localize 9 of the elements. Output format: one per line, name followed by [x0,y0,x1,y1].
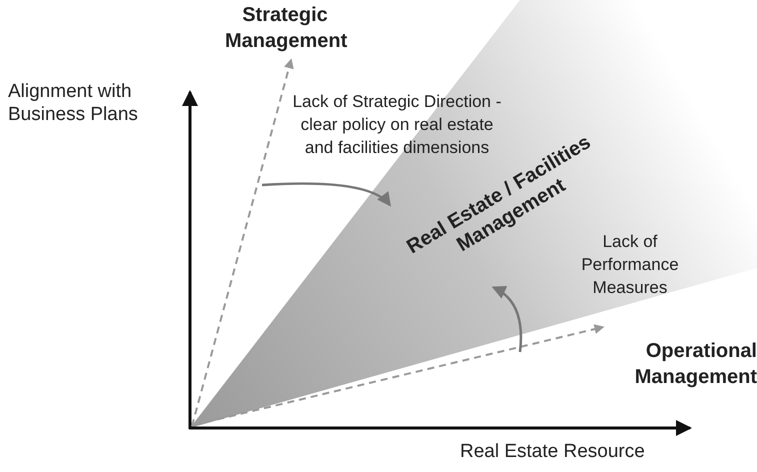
dashed-arrow [191,58,294,426]
curved-arrow [262,182,392,206]
axis-title: Real Estate Resource [460,440,646,463]
axis-direction-label: Operational Management [607,338,757,392]
annotation-text: Lack of Strategic Direction - clear policy on real estate and facilities dimensions [292,91,502,159]
axis-title: Alignment with Business Plans [8,80,139,126]
annotation-text: Lack of Performance Measures [580,231,680,299]
curved-arrow [492,286,522,352]
axis-direction-label: Strategic Management [225,2,345,56]
